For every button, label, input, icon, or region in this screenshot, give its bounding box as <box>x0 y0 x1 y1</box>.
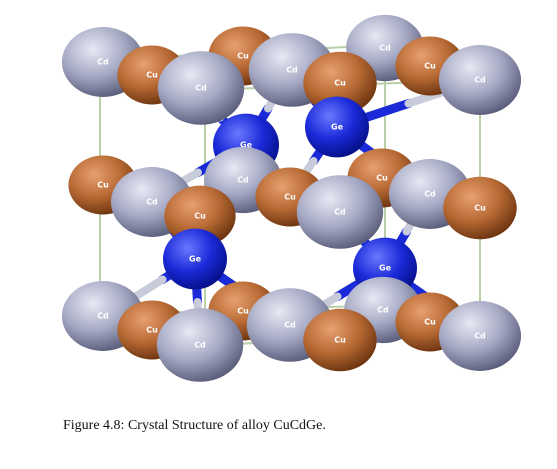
atom-label: Cd <box>284 321 296 330</box>
atom-label: Ge <box>240 141 253 150</box>
atom-label: Cd <box>474 332 486 341</box>
atom-label: Cu <box>284 193 296 202</box>
atom-cu-19: Cu <box>443 176 517 240</box>
atom-label: Cd <box>237 176 249 185</box>
atom-label: Ge <box>379 264 392 273</box>
atom-label: Cd <box>377 306 389 315</box>
atom-label: Cu <box>146 71 158 80</box>
atom-label: Cu <box>237 307 249 316</box>
figure-caption: Figure 4.8: Crystal Structure of alloy C… <box>63 418 326 433</box>
atom-cd-28: Cd <box>156 308 244 382</box>
atom-cd-18: Cd <box>296 175 384 249</box>
atom-label: Cu <box>334 79 346 88</box>
atom-label: Cd <box>424 190 436 199</box>
atom-label: Cu <box>474 204 486 213</box>
atom-label: Cu <box>334 336 346 345</box>
atom-label: Cd <box>334 208 346 217</box>
atom-label: Cu <box>97 181 109 190</box>
atom-label: Cd <box>195 84 207 93</box>
atom-label: Cu <box>424 318 436 327</box>
atom-cu-7: Cu <box>303 51 377 115</box>
atom-cd-8: Cd <box>438 45 522 115</box>
atom-label: Cu <box>237 52 249 61</box>
atom-label: Cu <box>194 212 206 221</box>
atom-label: Cd <box>97 312 109 321</box>
atom-label: Ge <box>189 255 202 264</box>
atom-label: Cu <box>424 62 436 71</box>
atom-label: Cd <box>286 66 298 75</box>
atom-ge-9: Ge <box>305 96 369 158</box>
atom-label: Ge <box>331 123 344 132</box>
atom-label: Cu <box>376 174 388 183</box>
atom-label: Cd <box>379 44 391 53</box>
atom-label: Cd <box>146 198 158 207</box>
atom-label: Cd <box>194 341 206 350</box>
atom-label: Cd <box>474 76 486 85</box>
atom-label: Cu <box>146 326 158 335</box>
atom-ge-20: Ge <box>163 228 227 290</box>
atom-label: Cd <box>97 58 109 67</box>
atom-cd-30: Cd <box>438 301 522 371</box>
atom-cd-6: Cd <box>157 51 245 125</box>
atom-cu-29: Cu <box>303 308 377 372</box>
